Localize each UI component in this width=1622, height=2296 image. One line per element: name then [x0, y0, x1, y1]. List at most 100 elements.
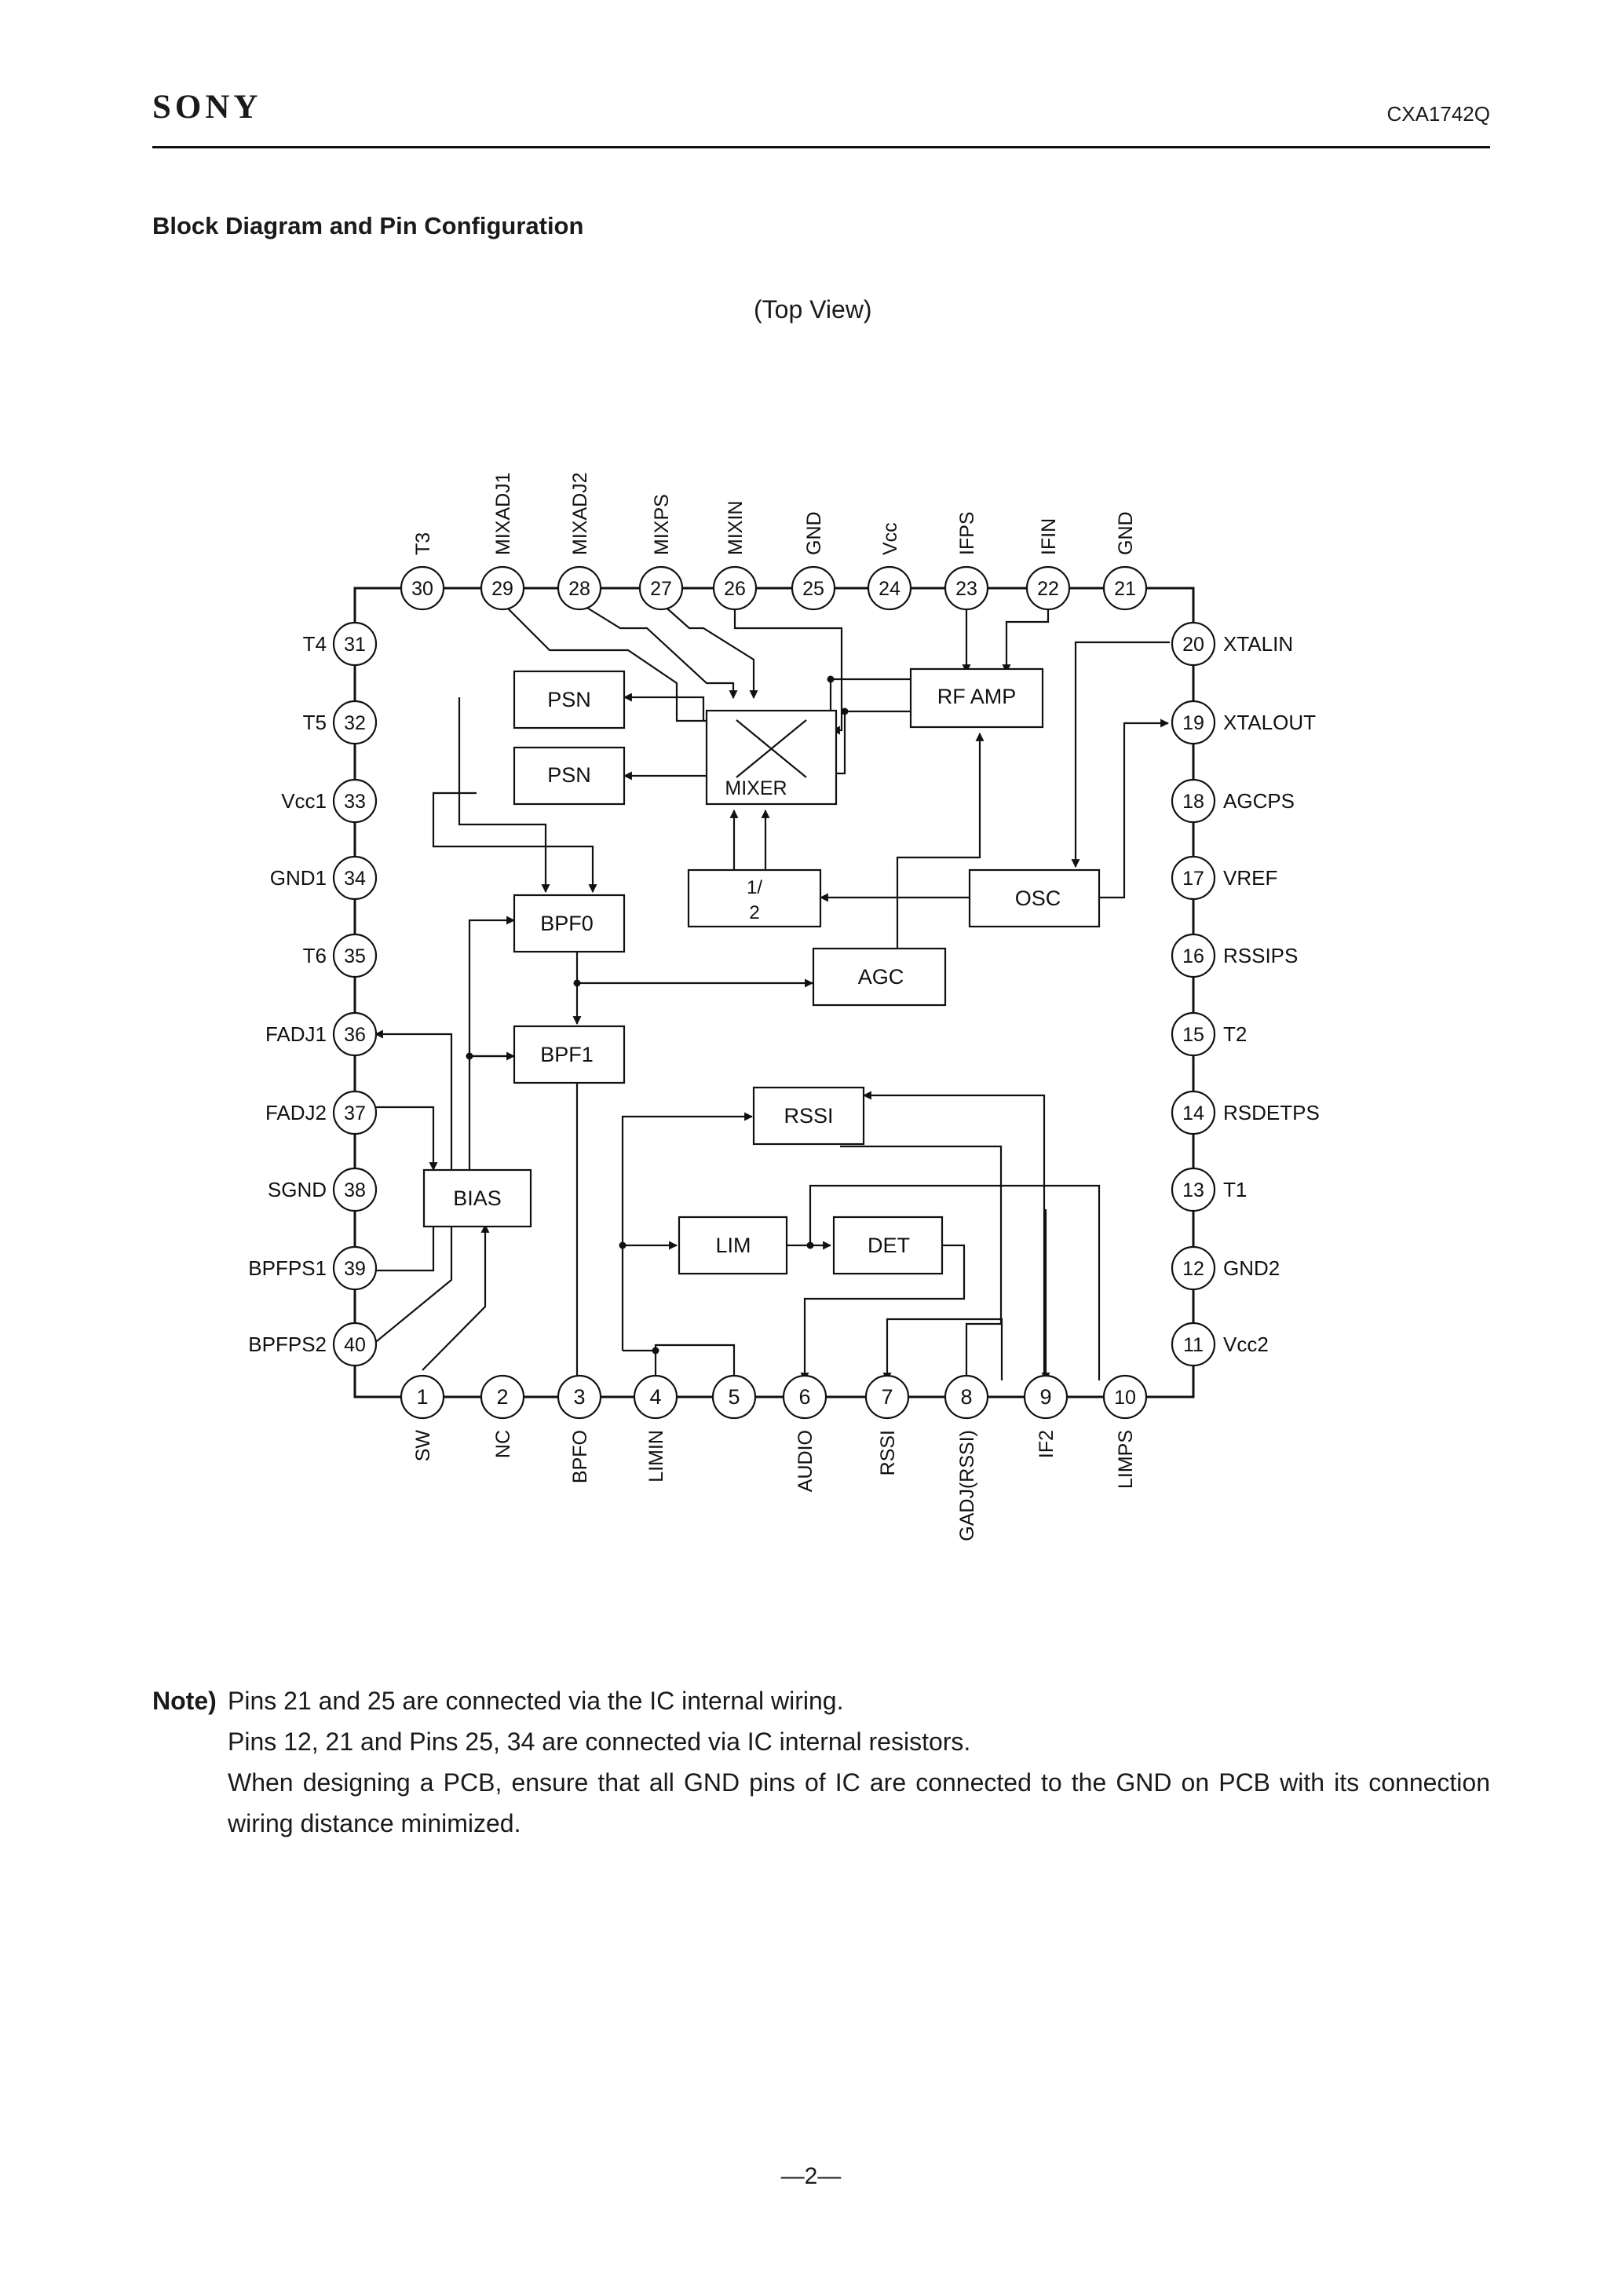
pin-circle	[782, 1374, 827, 1420]
pin-15: 15 T2	[1171, 1011, 1247, 1057]
pin-circle	[1171, 855, 1216, 901]
pin-label: BPFO	[569, 1430, 591, 1483]
pin-circle	[712, 565, 758, 611]
pin-circle	[400, 565, 445, 611]
pin-circle	[867, 565, 912, 611]
pin-label: MIXPS	[651, 494, 673, 555]
pin-number: 17	[1182, 868, 1204, 890]
pin-label: MIXADJ2	[569, 472, 591, 555]
junction-dots	[466, 675, 849, 1355]
mixer-cross-mark	[736, 719, 807, 778]
pin-circle	[944, 565, 989, 611]
block-lim	[678, 1216, 788, 1275]
pin-label: AGCPS	[1223, 789, 1295, 813]
label-bpf0: BPF0	[540, 912, 594, 935]
pin-number: 11	[1183, 1334, 1204, 1356]
pin-number: 34	[344, 868, 366, 890]
label-lim: LIM	[715, 1234, 751, 1257]
block-labels: RF AMP MIXER PSN PSN BPF0 1/ 2 OSC AGC B…	[453, 685, 1061, 1257]
pin-circle	[1171, 1322, 1216, 1367]
pin-number: 21	[1114, 578, 1136, 600]
pin-28: 28 MIXADJ2	[557, 472, 602, 611]
pin-number: 16	[1182, 945, 1204, 967]
pin-label: VREF	[1223, 866, 1277, 890]
pin-circle	[332, 1090, 378, 1135]
pin-number: 12	[1182, 1258, 1204, 1280]
pin-label: MIXADJ1	[492, 472, 514, 555]
pin-label: BPFPS2	[248, 1333, 327, 1356]
pin-18: 18 AGCPS	[1171, 778, 1295, 824]
page-number: —2—	[780, 2163, 842, 2189]
pin-number: 37	[344, 1102, 366, 1124]
block-rf-amp	[909, 667, 1044, 729]
brand-logo: SONY	[152, 89, 262, 126]
pin-number: 9	[1039, 1385, 1051, 1409]
note-body: Pins 21 and 25 are connected via the IC …	[228, 1680, 1490, 1844]
pin-circle	[332, 855, 378, 901]
block-psn-lower	[513, 746, 626, 806]
pin-label: FADJ2	[265, 1101, 327, 1124]
pin-number: 30	[411, 578, 433, 600]
label-psn-lower: PSN	[547, 763, 591, 787]
pin-number: 40	[344, 1334, 366, 1356]
pin-number: 23	[955, 578, 977, 600]
label-rf-amp: RF AMP	[937, 685, 1017, 708]
pin-number: 15	[1182, 1024, 1204, 1046]
label-osc: OSC	[1015, 887, 1061, 910]
pin-label: GND1	[270, 866, 327, 890]
pin-circle	[1171, 778, 1216, 824]
pin-circle	[332, 1245, 378, 1291]
pin-number: 18	[1182, 791, 1204, 813]
view-label: (Top View)	[754, 295, 872, 324]
block-bpf1	[513, 1025, 626, 1084]
pin-label: XTALIN	[1223, 632, 1293, 656]
pin-number: 28	[568, 578, 590, 600]
pin-circle	[332, 1167, 378, 1212]
pin-number: 3	[573, 1385, 585, 1409]
pin-label: Vcc	[879, 522, 901, 555]
pins: 30T329MIXADJ128MIXADJ227MIXPS26MIXIN25GN…	[248, 472, 1320, 1541]
pin-circle	[332, 778, 378, 824]
block-bias	[422, 1168, 532, 1228]
pin-circle	[1102, 565, 1148, 611]
note-line: Pins 12, 21 and Pins 25, 34 are connecte…	[228, 1727, 971, 1756]
internal-wiring	[372, 602, 1170, 1396]
pin-number: 13	[1182, 1179, 1204, 1201]
pin-number: 19	[1182, 712, 1204, 734]
label-mixer: MIXER	[725, 777, 787, 799]
block-psn-upper	[513, 670, 626, 729]
pin-37: 37 FADJ2	[265, 1090, 378, 1135]
pin-number: 27	[650, 578, 672, 600]
pin-label: T6	[303, 944, 327, 967]
label-psn-upper: PSN	[547, 688, 591, 711]
pin-label: T2	[1223, 1022, 1247, 1046]
pin-circle	[638, 565, 684, 611]
pin-number: 36	[344, 1024, 366, 1046]
pin-number: 7	[881, 1385, 893, 1409]
pin-circle	[791, 565, 836, 611]
pin-number: 24	[879, 578, 901, 600]
function-blocks	[422, 667, 1101, 1275]
label-bias: BIAS	[453, 1186, 502, 1210]
pin-number: 2	[496, 1385, 508, 1409]
pin-number: 10	[1114, 1387, 1136, 1409]
pin-5: 5	[711, 1374, 757, 1420]
block-mixer	[705, 709, 838, 806]
pin-number: 26	[724, 578, 746, 600]
pin-label: GND2	[1223, 1256, 1280, 1280]
block-osc	[968, 868, 1101, 928]
